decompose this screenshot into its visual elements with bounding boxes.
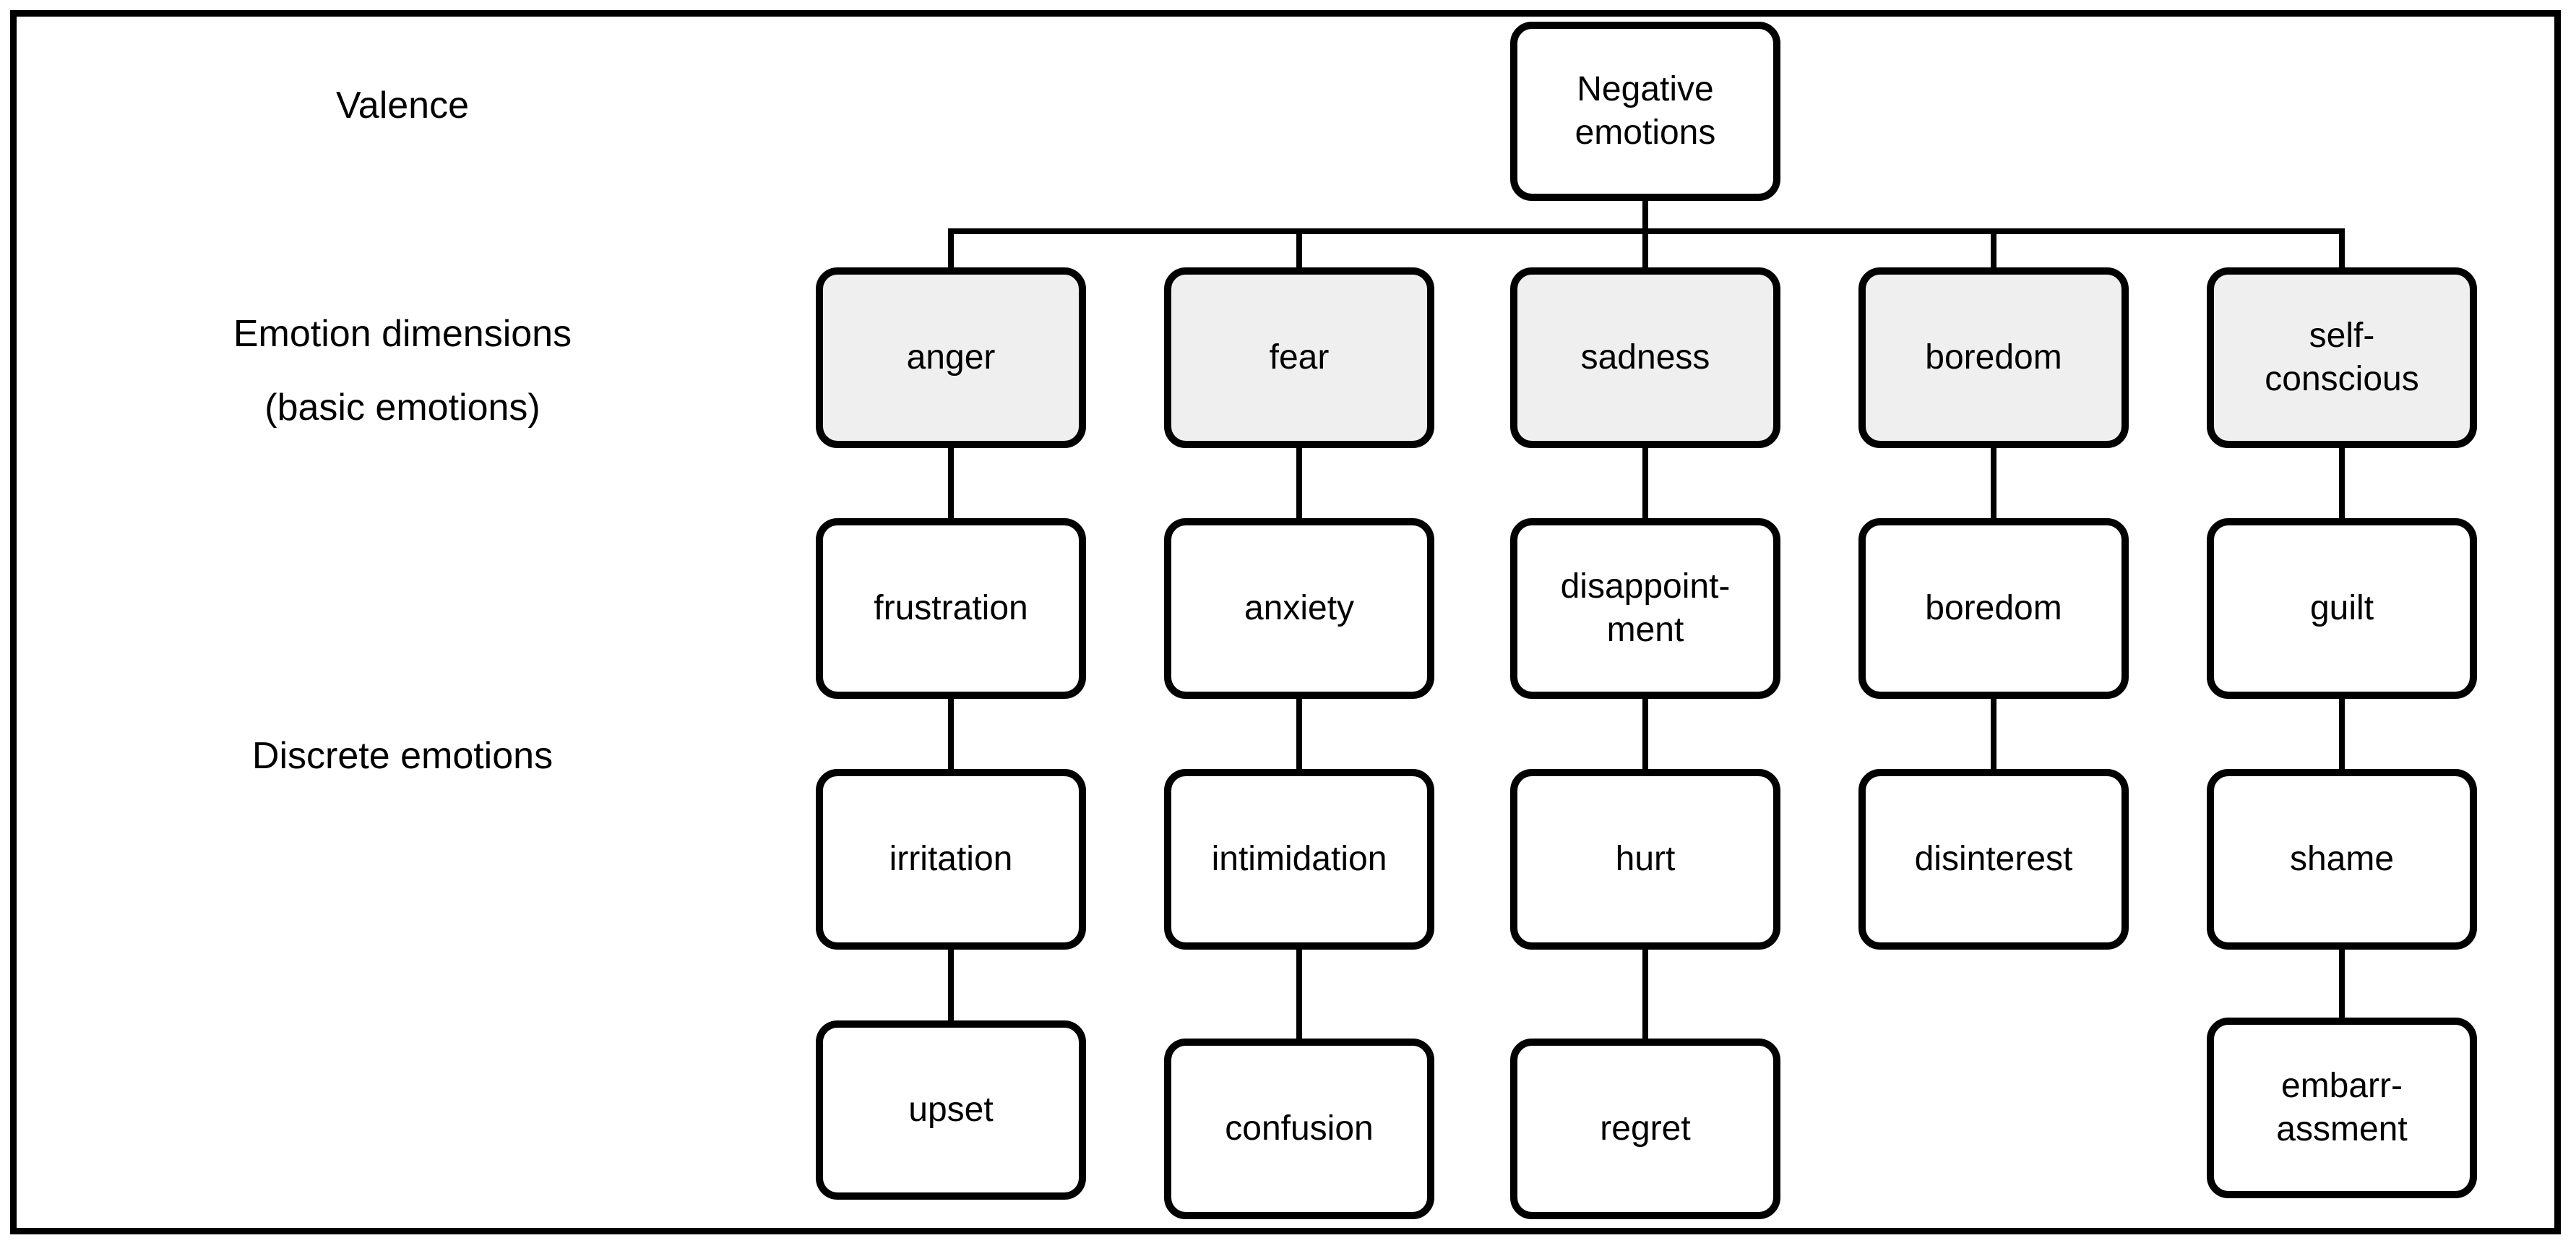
connector-root-stub <box>1642 198 1648 233</box>
connector-fear-anxiety <box>1296 445 1302 521</box>
box-regret: regret <box>1510 1039 1780 1219</box>
connector-stub-boredom <box>1991 231 1996 270</box>
connector-stub-self-conscious <box>2339 231 2345 270</box>
box-hurt: hurt <box>1510 769 1780 950</box>
connector-disappointment-hurt <box>1642 696 1648 772</box>
connector-stub-sadness <box>1642 231 1648 270</box>
connector-intimidation-confusion <box>1296 947 1302 1041</box>
box-embarrassment: embarr- assment <box>2207 1018 2477 1198</box>
box-disinterest: disinterest <box>1858 769 2129 950</box>
connector-sadness-disappointment <box>1642 445 1648 521</box>
row-label-basic-emotions: (basic emotions) <box>264 387 540 429</box>
connector-stub-fear <box>1296 231 1302 270</box>
box-boredom-dimension: boredom <box>1858 267 2129 448</box>
figure-frame <box>10 10 2561 1234</box>
connector-boredom-boredom <box>1991 445 1996 521</box>
connector-irritation-upset <box>948 947 954 1023</box>
connector-boredom-disinterest <box>1991 696 1996 772</box>
connector-self-conscious-guilt <box>2339 445 2345 521</box>
box-irritation: irritation <box>816 769 1086 950</box>
box-disappointment: disappoint- ment <box>1510 518 1780 699</box>
box-self-conscious: self- conscious <box>2207 267 2477 448</box>
box-frustration: frustration <box>816 518 1086 699</box>
box-anger: anger <box>816 267 1086 448</box>
row-label-valence: Valence <box>335 85 470 126</box>
connector-stub-anger <box>948 231 954 270</box>
row-label-emotion-dimensions: Emotion dimensions <box>233 313 572 355</box>
box-shame: shame <box>2207 769 2477 950</box>
box-fear: fear <box>1164 267 1434 448</box>
box-boredom: boredom <box>1858 518 2129 699</box>
box-confusion: confusion <box>1164 1039 1434 1219</box>
box-intimidation: intimidation <box>1164 769 1434 950</box>
box-anxiety: anxiety <box>1164 518 1434 699</box>
connector-frustration-irritation <box>948 696 954 772</box>
connector-anxiety-intimidation <box>1296 696 1302 772</box>
box-upset: upset <box>816 1020 1086 1200</box>
connector-anger-frustration <box>948 445 954 521</box>
box-negative-emotions: Negative emotions <box>1510 22 1780 201</box>
connector-hurt-regret <box>1642 947 1648 1041</box>
row-label-discrete-emotions: Discrete emotions <box>251 735 553 777</box>
connector-shame-embarrassment <box>2339 947 2345 1020</box>
box-sadness: sadness <box>1510 267 1780 448</box>
box-guilt: guilt <box>2207 518 2477 699</box>
connector-guilt-shame <box>2339 696 2345 772</box>
